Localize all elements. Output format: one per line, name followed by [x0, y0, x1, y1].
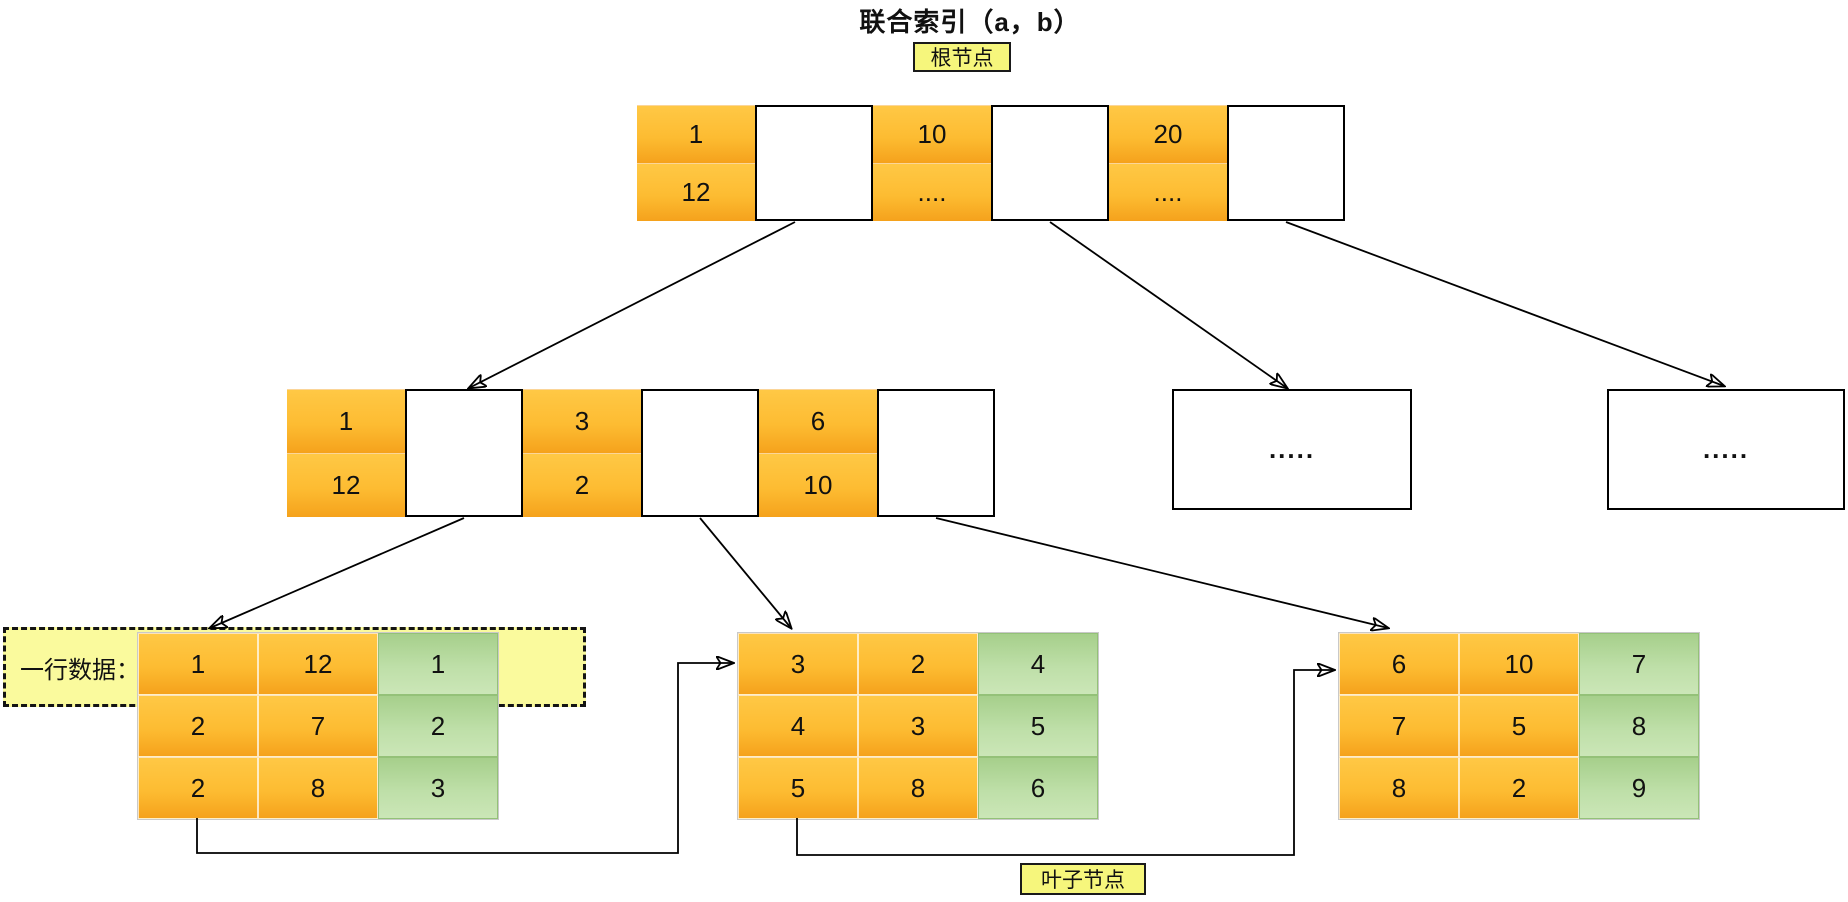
key-b-cell: 12	[287, 453, 405, 517]
key-a-cell: 6	[759, 389, 877, 453]
root-key-pair-2: 10 ....	[873, 105, 991, 221]
leaf-cell-id: 8	[1579, 695, 1699, 757]
key-a-cell: 1	[637, 105, 755, 163]
leaf-cell-a: 3	[738, 633, 858, 695]
root-key-pair-3: 20 ....	[1109, 105, 1227, 221]
internal-node: 1 12 3 2 6 10	[287, 389, 995, 517]
leaf-cell-id: 2	[378, 695, 498, 757]
leaf-cell-id: 7	[1579, 633, 1699, 695]
pointer-cell	[877, 389, 995, 517]
key-b-cell: 12	[637, 163, 755, 221]
leaf-cell-a: 4	[738, 695, 858, 757]
root-node-label: 根节点	[913, 42, 1011, 72]
leaf-cell-a: 2	[138, 757, 258, 819]
root-key-pair-1: 1 12	[637, 105, 755, 221]
leaf-cell-b: 12	[258, 633, 378, 695]
arrow-internal-to-leaf-1	[210, 517, 465, 628]
arrow-internal-to-leaf-3	[935, 517, 1388, 628]
diagram-title: 联合索引（a，b）	[859, 7, 1081, 37]
leaf-cell-a: 7	[1339, 695, 1459, 757]
leaf-node-2: 3 2 4 4 3 5 5 8 6	[737, 632, 1099, 820]
root-node: 1 12 10 .... 20 ....	[637, 105, 1345, 221]
leaf-cell-b: 3	[858, 695, 978, 757]
leaf-node-label-text: 叶子节点	[1041, 869, 1125, 892]
leaf-cell-id: 6	[978, 757, 1098, 819]
key-a-cell: 3	[523, 389, 641, 453]
leaf-cell-b: 2	[858, 633, 978, 695]
key-b-cell: ....	[873, 163, 991, 221]
leaf-cell-b: 2	[1459, 757, 1579, 819]
leaf-cell-b: 5	[1459, 695, 1579, 757]
arrow-root-to-ellipsis-2	[1285, 221, 1724, 386]
key-a-cell: 1	[287, 389, 405, 453]
internal-key-pair-3: 6 10	[759, 389, 877, 517]
leaf-cell-a: 6	[1339, 633, 1459, 695]
leaf-cell-a: 2	[138, 695, 258, 757]
leaf-cell-id: 5	[978, 695, 1098, 757]
row-highlight-label: 一行数据：	[20, 656, 140, 684]
leaf-cell-a: 1	[138, 633, 258, 695]
key-b-cell: ....	[1109, 163, 1227, 221]
pointer-cell	[405, 389, 523, 517]
pointer-cell	[1227, 105, 1345, 221]
internal-key-pair-2: 3 2	[523, 389, 641, 517]
arrow-root-to-ellipsis-1	[1049, 221, 1287, 388]
leaf-cell-id: 3	[378, 757, 498, 819]
key-b-cell: 2	[523, 453, 641, 517]
internal-node-ellipsis-1: .....	[1172, 389, 1412, 510]
internal-node-ellipsis-2: .....	[1607, 389, 1845, 510]
root-node-label-text: 根节点	[930, 47, 994, 70]
leaf-cell-id: 1	[378, 633, 498, 695]
pointer-cell	[641, 389, 759, 517]
leaf-cell-b: 8	[258, 757, 378, 819]
leaf-node-1: 1 12 1 2 7 2 2 8 3	[137, 632, 499, 820]
internal-key-pair-1: 1 12	[287, 389, 405, 517]
pointer-cell	[755, 105, 873, 221]
ellipsis-text: .....	[1268, 434, 1316, 464]
leaf-cell-id: 9	[1579, 757, 1699, 819]
leaf-cell-b: 8	[858, 757, 978, 819]
leaf-node-3: 6 10 7 7 5 8 8 2 9	[1338, 632, 1700, 820]
leaf-cell-a: 8	[1339, 757, 1459, 819]
ellipsis-text: .....	[1702, 434, 1750, 464]
key-a-cell: 20	[1109, 105, 1227, 163]
pointer-cell	[991, 105, 1109, 221]
leaf-node-label: 叶子节点	[1020, 863, 1146, 895]
key-a-cell: 10	[873, 105, 991, 163]
leaf-cell-b: 7	[258, 695, 378, 757]
arrow-internal-to-leaf-2	[699, 517, 791, 628]
key-b-cell: 10	[759, 453, 877, 517]
leaf-cell-id: 4	[978, 633, 1098, 695]
arrow-root-to-internal	[469, 221, 796, 388]
leaf-cell-a: 5	[738, 757, 858, 819]
leaf-cell-b: 10	[1459, 633, 1579, 695]
